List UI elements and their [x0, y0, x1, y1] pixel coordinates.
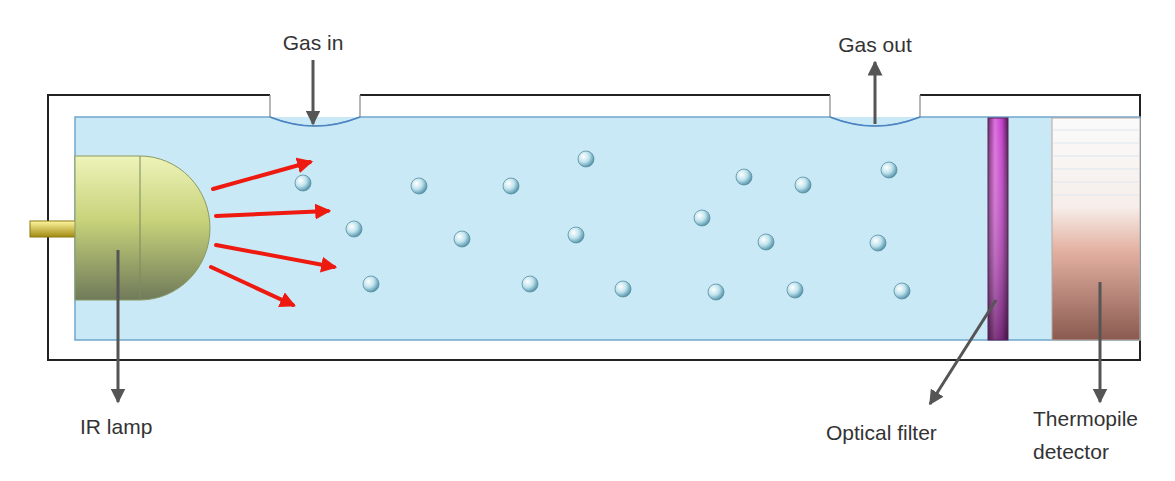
part-label: Gas in [253, 26, 373, 59]
gas-molecules [295, 151, 910, 300]
gas-chamber [75, 117, 1140, 340]
part-label: Gas out [810, 28, 940, 61]
thermopile-detector [1052, 118, 1140, 340]
ir-rays [211, 162, 334, 305]
ir-lamp [30, 156, 210, 300]
part-label: IR lamp [80, 410, 220, 443]
leader-lines [118, 60, 1100, 404]
sensor-housing [48, 95, 1140, 360]
part-label: Thermopile detector [1033, 402, 1163, 468]
part-label: Optical filter [826, 416, 996, 449]
gas-inlet [270, 94, 360, 126]
